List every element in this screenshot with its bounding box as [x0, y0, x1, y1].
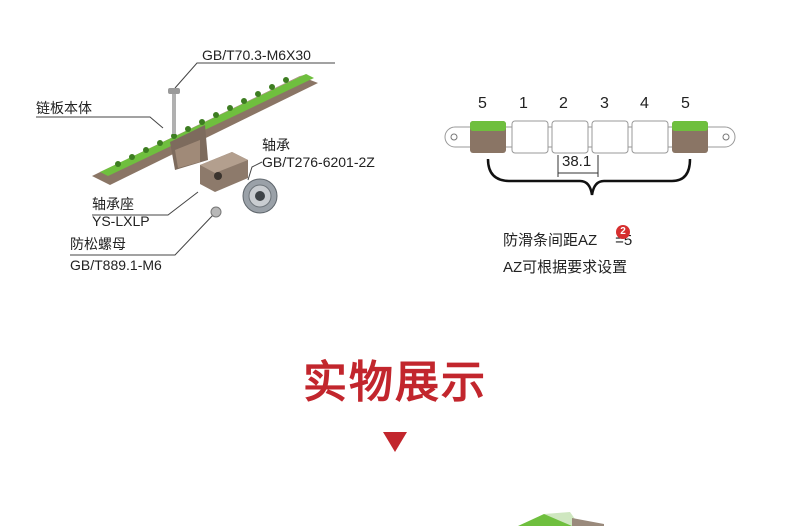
seat-label: 轴承座: [92, 196, 134, 212]
product-photo: [518, 512, 604, 526]
position-label: 3: [600, 95, 609, 112]
bearing-spec-label: GB/T276-6201-2Z: [262, 154, 375, 170]
nut-spec-label: GB/T889.1-M6: [70, 257, 162, 273]
spacing-text-before: 防滑条间距AZ: [503, 232, 598, 249]
section-title: 实物展示: [303, 357, 487, 408]
position-label: 5: [478, 95, 487, 112]
screw-spec-label: GB/T70.3-M6X30: [202, 47, 311, 63]
position-label: 2: [559, 95, 568, 112]
chain-diagram: [444, 120, 736, 196]
note-badge: 2: [616, 225, 630, 239]
position-label: 1: [519, 95, 528, 112]
position-label: 5: [681, 95, 690, 112]
nut-label: 防松螺母: [70, 236, 126, 252]
spacing-text: 防滑条间距AZ=5: [503, 233, 632, 249]
position-label: 4: [640, 95, 649, 112]
assembly-drawing: [36, 62, 335, 256]
pitch-dimension: 38.1: [562, 153, 592, 170]
down-arrow-icon: [383, 432, 407, 452]
bearing-label: 轴承: [262, 137, 290, 153]
seat-spec-label: YS-LXLP: [92, 213, 150, 229]
chain-plate-label: 链板本体: [36, 100, 92, 116]
spacing-note: AZ可根据要求设置: [503, 259, 628, 276]
